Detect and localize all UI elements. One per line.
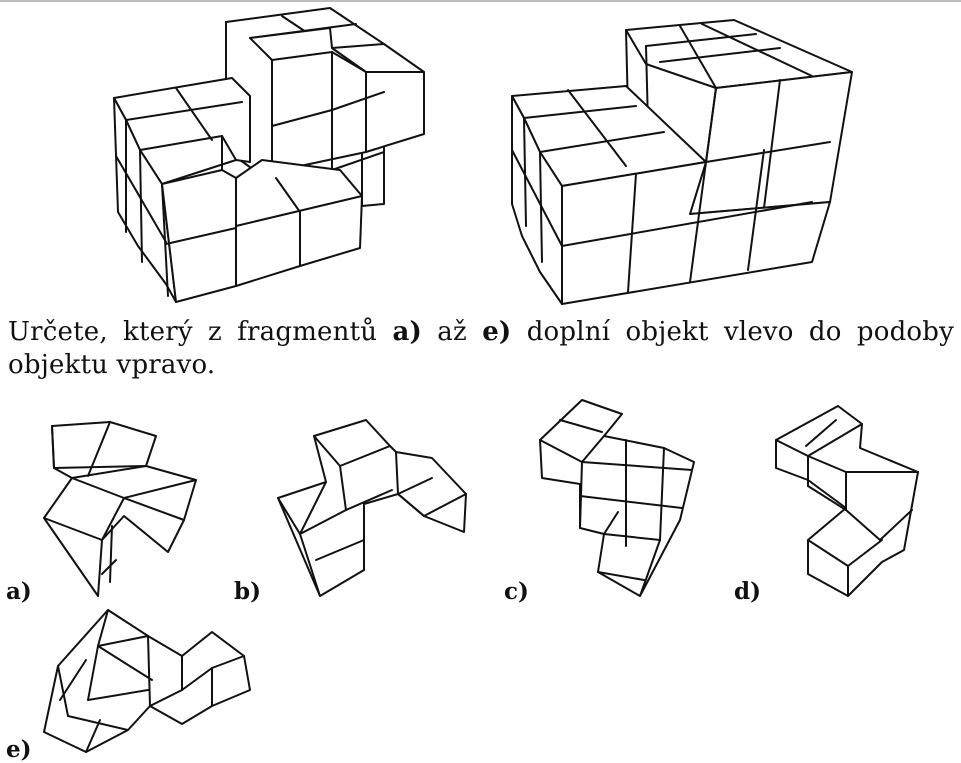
fragment-c bbox=[539, 399, 695, 597]
left-object bbox=[113, 7, 425, 303]
option-label-c: c) bbox=[504, 578, 529, 605]
fragment-e bbox=[43, 609, 251, 753]
top-rule bbox=[0, 0, 961, 2]
option-label-e: e) bbox=[6, 736, 32, 763]
option-label-a: a) bbox=[6, 578, 32, 605]
right-object bbox=[511, 19, 853, 305]
fragment-a bbox=[43, 421, 197, 597]
fragment-b bbox=[277, 419, 467, 597]
question-text: Určete, který z fragmentů a) až e) dopln… bbox=[8, 317, 955, 380]
option-label-d: d) bbox=[734, 578, 761, 605]
option-label-b: b) bbox=[234, 578, 261, 605]
fragment-d bbox=[775, 405, 919, 597]
